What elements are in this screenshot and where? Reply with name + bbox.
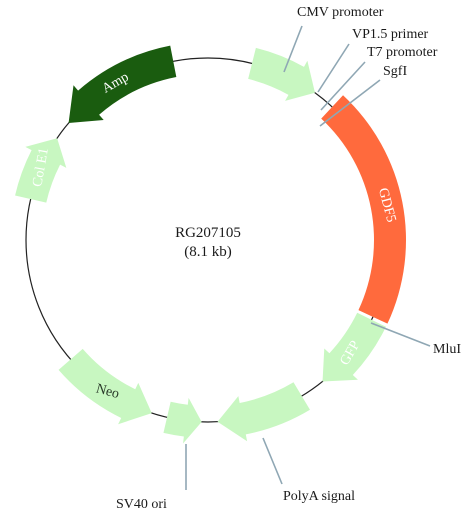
label-mlui: MluI (433, 342, 461, 357)
feature-amp (68, 45, 177, 124)
feature-neo (58, 348, 152, 425)
leader-sgfi (319, 79, 381, 127)
feature-cole1 (15, 138, 67, 203)
feature-sv40 (163, 397, 202, 444)
leader-cmv-promoter (283, 25, 303, 73)
label-vp15-primer: VP1.5 primer (352, 27, 429, 42)
feature-cmv (248, 47, 315, 101)
leader-vp15-primer (317, 43, 350, 93)
plasmid-size: (8.1 kb) (184, 244, 232, 260)
label-cmv-promoter: CMV promoter (297, 5, 384, 20)
label-t7-promoter: T7 promoter (367, 45, 438, 60)
plasmid-name: RG207105 (175, 225, 241, 241)
leader-t7-promoter (320, 61, 366, 111)
feature-gdf5 (321, 95, 406, 324)
feature-gfp (322, 312, 386, 382)
feature-label-neo: Neo (94, 382, 120, 403)
label-sgfi: SgfI (383, 64, 407, 79)
label-sv40-ori: SV40 ori (116, 497, 167, 512)
leader-polya-signal (262, 437, 283, 485)
label-polya-signal: PolyA signal (283, 489, 355, 504)
feature-label-cole1: Col E1 (30, 147, 52, 188)
feature-polya (217, 382, 310, 442)
leader-mlui (370, 322, 431, 347)
